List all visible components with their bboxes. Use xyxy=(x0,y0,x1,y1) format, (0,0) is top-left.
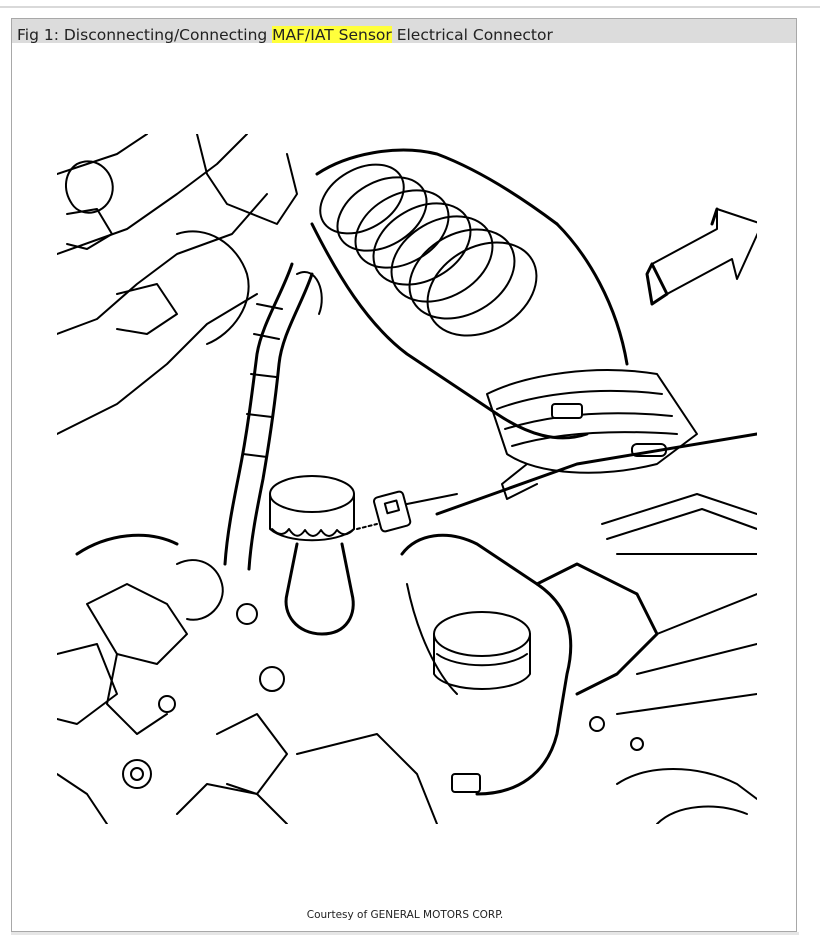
engine-block-left xyxy=(57,134,298,435)
lower-right-components xyxy=(451,716,757,824)
air-intake-duct xyxy=(310,148,629,440)
figure-title: Fig 1: Disconnecting/Connecting MAF/IAT … xyxy=(12,19,796,43)
direction-arrow xyxy=(645,207,757,306)
title-highlight: MAF/IAT Sensor xyxy=(272,26,392,43)
image-credit: Courtesy of GENERAL MOTORS CORP. xyxy=(306,909,504,921)
coolant-cap xyxy=(269,475,355,636)
lower-left-components xyxy=(57,533,438,824)
figure-frame: Fig 1: Disconnecting/Connecting MAF/IAT … xyxy=(11,18,797,932)
maf-sensor-housing xyxy=(486,369,698,500)
title-suffix: Electrical Connector xyxy=(391,26,553,43)
engine-bay-illustration xyxy=(57,134,757,824)
frame-shadow xyxy=(11,932,799,935)
title-prefix: Fig 1: Disconnecting/Connecting xyxy=(17,26,273,43)
top-divider xyxy=(0,6,820,8)
reservoir-cap xyxy=(433,611,531,690)
maf-iat-electrical-connector xyxy=(356,490,458,533)
wiring-harness xyxy=(223,262,323,571)
air-cleaner-box xyxy=(400,432,757,796)
